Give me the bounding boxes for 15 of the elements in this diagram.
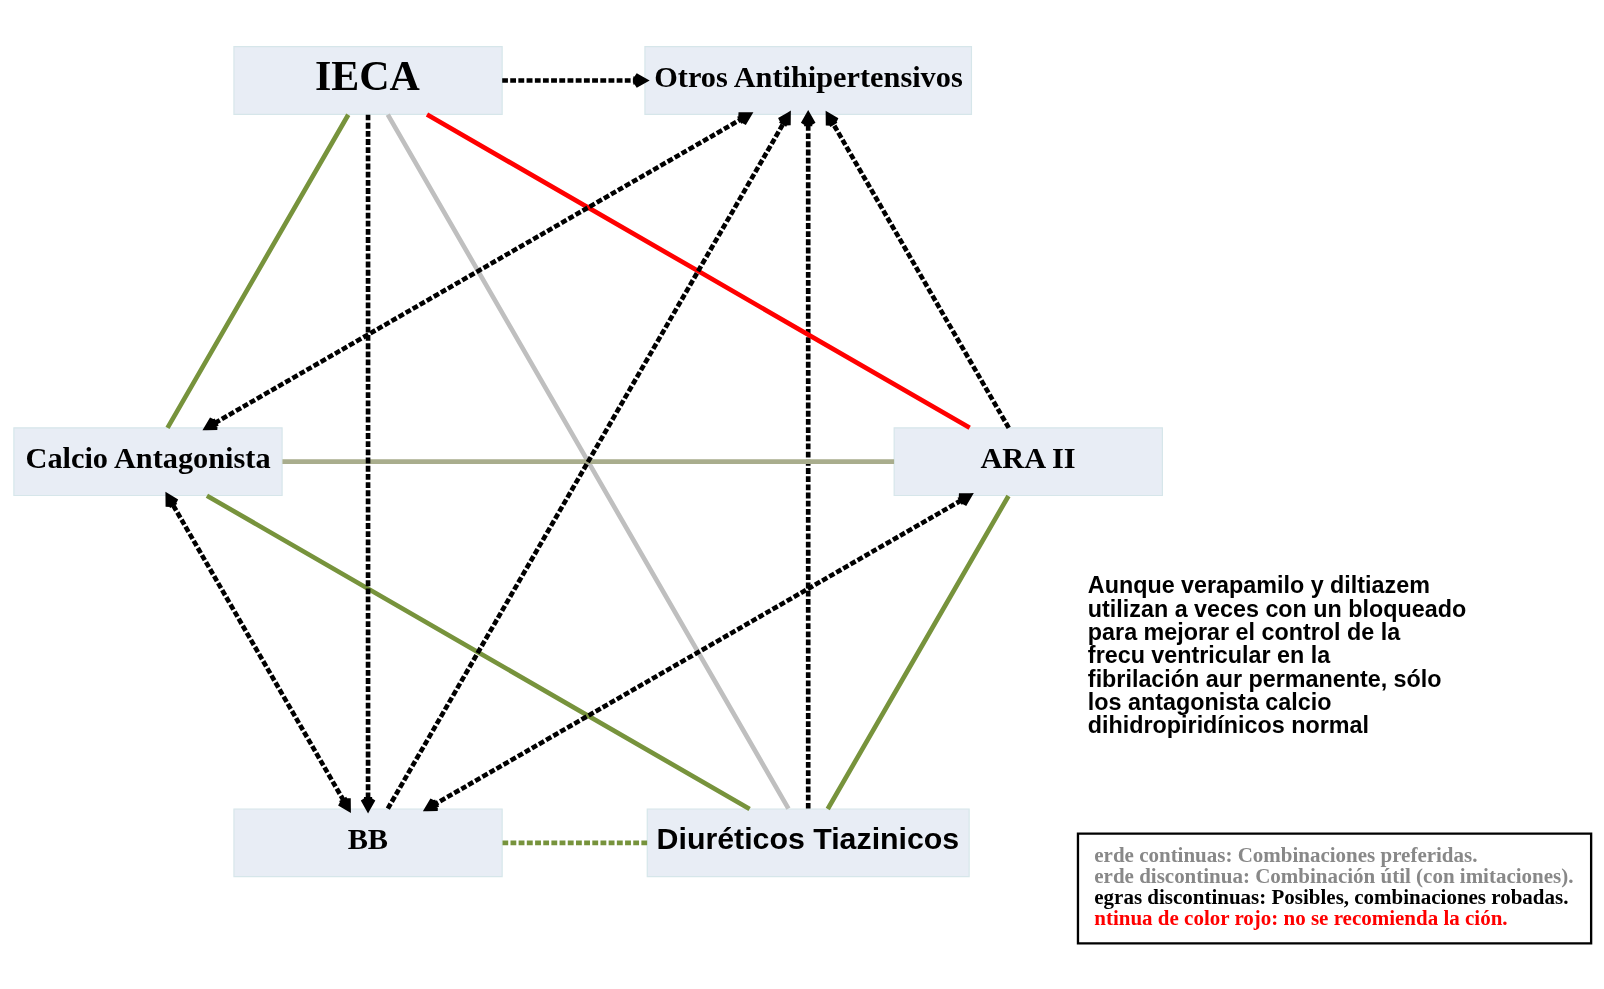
node-box: IECA (232, 45, 503, 115)
node-box: erde continuas: Combinaciones preferidas. erde discontinua: Combinación útil (con imitaciones). egras discontinuas: Posibles, combinaciones robadas. ntinua de color rojo: no se recomienda la ción. (1076, 832, 1592, 944)
node-box: Calcio Antagonista (12, 426, 283, 496)
node-box: BB (232, 807, 503, 877)
arrow (800, 111, 816, 809)
connector (165, 113, 350, 429)
node-box: Diuréticos Tiazinicos (646, 807, 970, 877)
arrow (359, 114, 376, 811)
arrow (164, 493, 351, 811)
label: Aunque verapamilo y diltiazem utilizan a veces con un bloqueado para mejorar el control de la frecu ventricular en la fibrilación aur permanente, sólo los antagonista calcio dihidropiridínicos normal (1087, 571, 1466, 738)
arrow (501, 72, 647, 88)
connector (825, 494, 1010, 810)
node-box: ARA II (893, 426, 1163, 496)
node-box: Otros Antihipertensivos (643, 45, 972, 115)
connector (502, 840, 647, 845)
